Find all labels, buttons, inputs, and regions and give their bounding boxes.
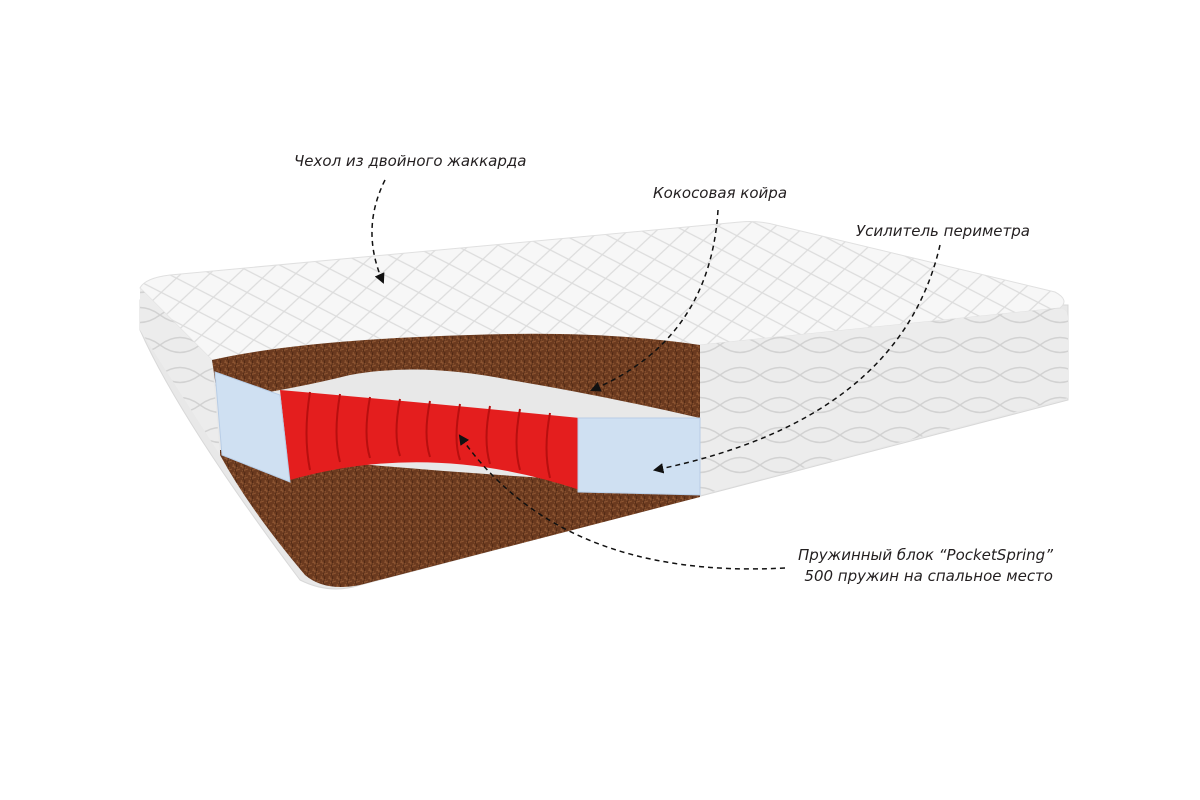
label-spring-block: Пружинный блок “PocketSpring” 500 пружин… bbox=[798, 545, 1053, 587]
perimeter-arrow bbox=[652, 244, 941, 474]
spring-block bbox=[280, 390, 580, 490]
mattress-side-cover bbox=[700, 308, 1068, 495]
label-spring-block-line2: 500 пружин на спальное место bbox=[804, 567, 1053, 585]
label-coir: Кокосовая койра bbox=[653, 184, 788, 202]
label-perimeter: Усилитель периметра bbox=[856, 222, 1030, 240]
mattress-top-cover bbox=[139, 221, 1065, 361]
cover-arrow bbox=[371, 179, 386, 284]
coir-arrow bbox=[590, 209, 719, 392]
label-cover: Чехол из двойного жаккарда bbox=[294, 152, 527, 170]
mattress-left-side bbox=[140, 288, 220, 455]
spring-block-arrow bbox=[458, 434, 786, 570]
perimeter-foam-right bbox=[577, 417, 701, 496]
coir-top-layer bbox=[212, 333, 700, 418]
cutaway-section bbox=[212, 333, 701, 588]
spring-ribs bbox=[305, 391, 551, 479]
perimeter-foam-left bbox=[214, 371, 291, 483]
label-spring-block-line1: Пружинный блок “PocketSpring” bbox=[798, 546, 1053, 564]
